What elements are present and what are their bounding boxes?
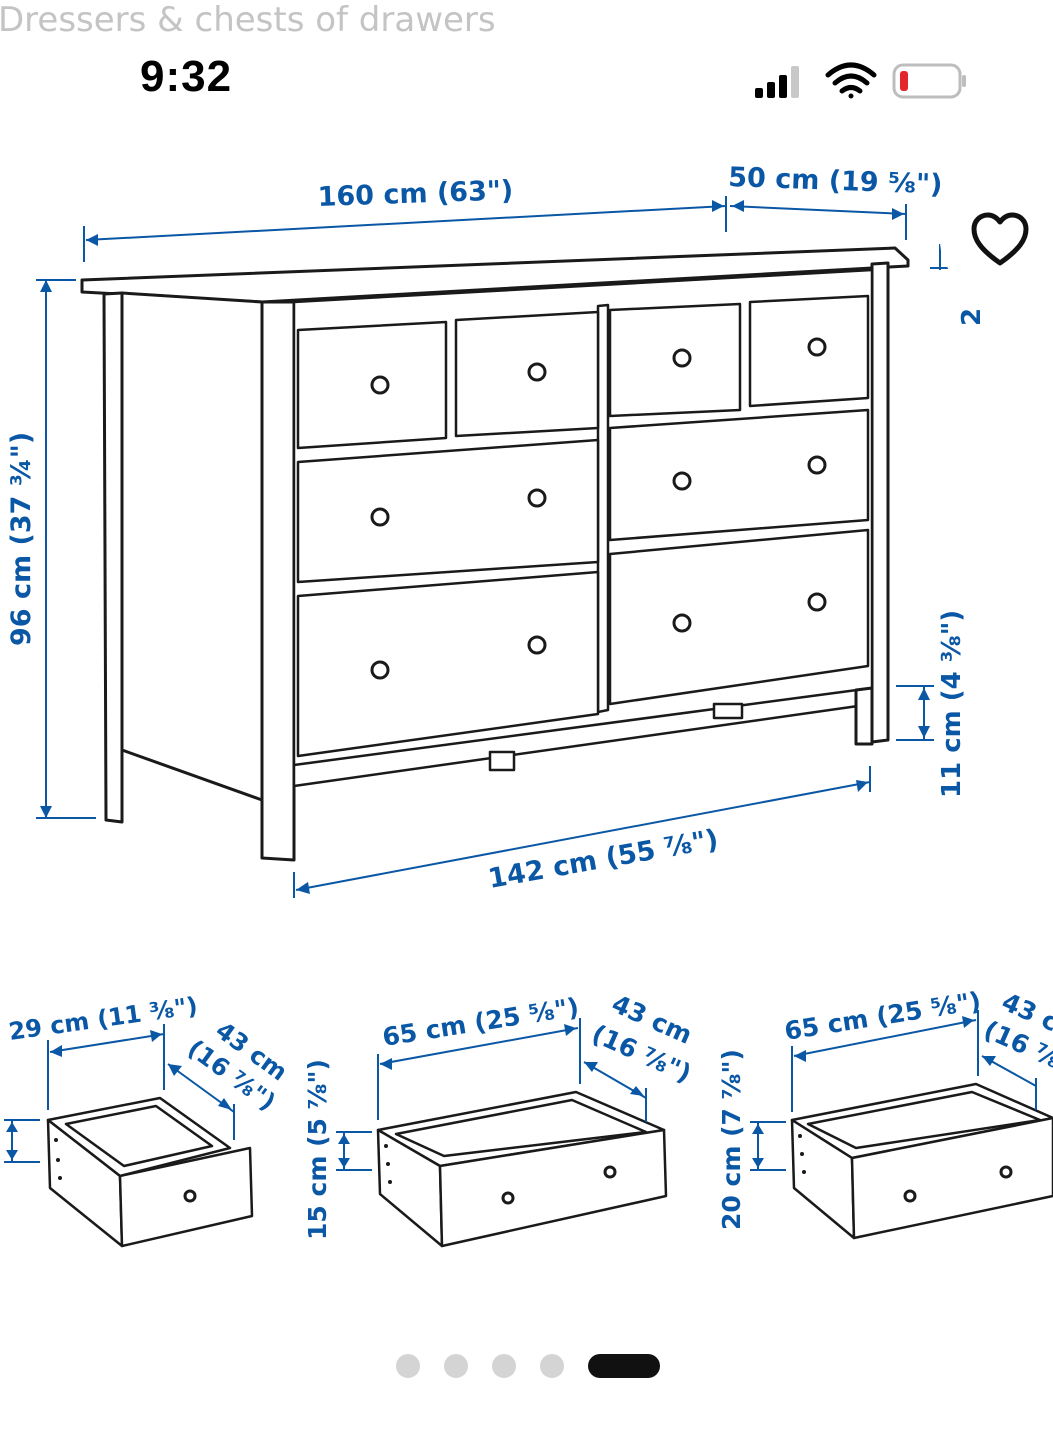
- favorite-button[interactable]: [940, 185, 1050, 295]
- wide-drawer-20cm-diagram: [750, 1010, 1053, 1240]
- heart-outline-icon: [971, 212, 1029, 266]
- dresser-height-label: 96 cm (37 ¾"): [6, 432, 37, 646]
- wide-drawer-20-height-label: 20 cm (7 ⅞"): [717, 1049, 746, 1230]
- wide-drawer-15cm-diagram: [336, 1018, 668, 1248]
- status-bar: 9:32: [0, 48, 1053, 112]
- dresser-width-label: 160 cm (63"): [317, 175, 514, 213]
- floor-clearance-label: 11 cm (4 ⅜"): [937, 610, 967, 798]
- cut-dimension-label: 2: [957, 308, 987, 326]
- wide-drawer-20-width-label: 65 cm (25 ⅝"): [782, 986, 982, 1046]
- system-icons: [740, 58, 980, 102]
- wifi-icon: [825, 62, 877, 99]
- status-time: 9:32: [140, 52, 233, 101]
- dresser-depth-label: 50 cm (19 ⅝"): [728, 162, 943, 200]
- wide-drawer-15-height-label: 15 cm (5 ⅞"): [303, 1059, 332, 1240]
- carousel-dot-2[interactable]: [444, 1354, 468, 1378]
- small-drawer-width-label: 29 cm (11 ⅜"): [7, 992, 199, 1046]
- dimension-lines: [36, 196, 948, 898]
- leg-span-label: 142 cm (55 ⅞"): [486, 824, 721, 895]
- small-drawer-diagram: [4, 1024, 254, 1248]
- carousel-dot-5-active[interactable]: [588, 1354, 660, 1378]
- battery-low-icon: [892, 63, 966, 99]
- page-header-title: Dressers & chests of drawers: [0, 0, 496, 40]
- carousel-dot-4[interactable]: [540, 1354, 564, 1378]
- carousel-dot-3[interactable]: [492, 1354, 516, 1378]
- carousel-dot-1[interactable]: [396, 1354, 420, 1378]
- wide-drawer-15-width-label: 65 cm (25 ⅝"): [380, 992, 580, 1052]
- product-dimension-image[interactable]: 160 cm (63") 50 cm (19 ⅝") 96 cm (37 ¾")…: [0, 130, 1053, 1330]
- dresser-drawing: [80, 246, 910, 862]
- signal-icon: [755, 66, 799, 98]
- carousel-pagination: [0, 1352, 1053, 1380]
